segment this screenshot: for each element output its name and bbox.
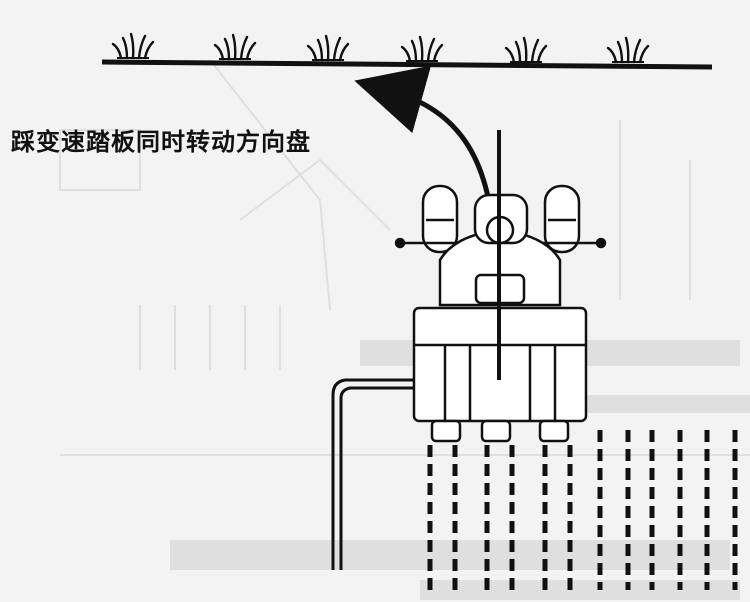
grass-tuft-icon	[111, 32, 155, 60]
grass-tuft-icon	[213, 33, 257, 61]
ground-line	[101, 59, 713, 70]
tractor-rear-view	[331, 130, 607, 570]
grass-tuft-icon	[400, 35, 444, 63]
instruction-label: 踩变速踏板同时转动方向盘	[11, 128, 311, 156]
grass-tuft-icon	[306, 34, 350, 62]
planted-rows	[427, 430, 738, 590]
grass-tuft-icon	[606, 36, 650, 64]
grass-tuft-icon	[504, 36, 548, 64]
